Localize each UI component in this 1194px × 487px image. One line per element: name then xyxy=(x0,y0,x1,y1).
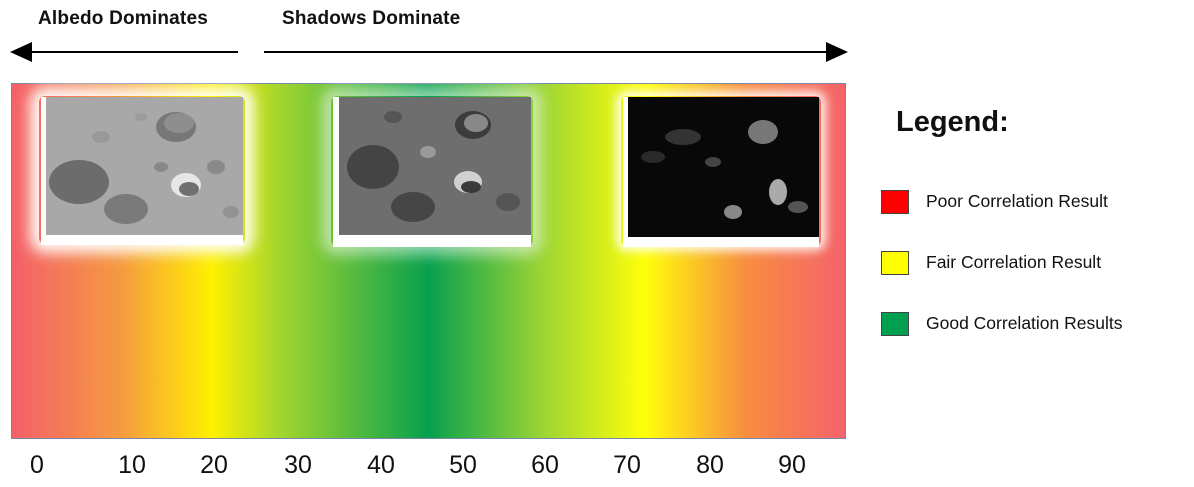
shadows-dominate-label: Shadows Dominate xyxy=(282,8,461,29)
scale-tick-label: 0 xyxy=(30,451,44,479)
legend-swatch xyxy=(881,312,909,336)
scale-tick-label: 40 xyxy=(367,451,395,479)
deep-shadow-terrain-image xyxy=(623,97,819,247)
legend-swatch xyxy=(881,190,909,214)
albedo-dominates-label: Albedo Dominates xyxy=(38,8,208,29)
scale-tick-label: 10 xyxy=(118,451,146,479)
legend-swatch xyxy=(881,251,909,275)
legend-label: Poor Correlation Result xyxy=(926,191,1108,211)
scale-tick-label: 20 xyxy=(200,451,228,479)
scale-tick-label: 80 xyxy=(696,451,724,479)
scale-tick-label: 90 xyxy=(778,451,806,479)
scale-tick-label: 60 xyxy=(531,451,559,479)
scale-tick-label: 50 xyxy=(449,451,477,479)
legend-label: Fair Correlation Result xyxy=(926,252,1102,272)
partial-shadow-terrain-image xyxy=(333,97,531,247)
legend-label: Good Correlation Results xyxy=(926,313,1123,333)
scale-tick-label: 30 xyxy=(284,451,312,479)
arrow-right-icon xyxy=(264,42,848,62)
legend-title: Legend: xyxy=(896,106,1009,138)
scale-tick-label: 70 xyxy=(613,451,641,479)
correlation-gradient-band xyxy=(11,83,846,439)
arrow-left-icon xyxy=(10,42,238,62)
lit-terrain-image xyxy=(41,97,243,245)
